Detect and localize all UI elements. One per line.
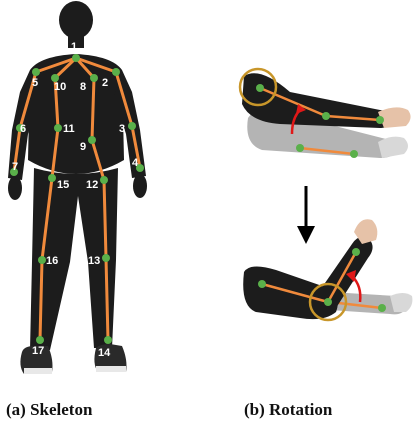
joint-15 (48, 174, 56, 182)
caption-rotation: (b) Rotation (244, 400, 332, 420)
joint-label-5: 5 (32, 77, 38, 89)
joint-label-6: 6 (20, 123, 26, 135)
joint-label-7: 7 (12, 161, 18, 173)
joint-3 (128, 122, 136, 130)
joint-2 (112, 68, 120, 76)
joint-11 (54, 124, 62, 132)
joint-14 (104, 336, 112, 344)
joint-12 (100, 176, 108, 184)
rotation-top-panel (240, 69, 411, 158)
joint-label-14: 14 (98, 347, 111, 359)
joint-label-13: 13 (88, 255, 100, 267)
joint-9 (88, 136, 96, 144)
joint-label-3: 3 (119, 123, 125, 135)
joint-17 (36, 336, 44, 344)
joint-label-9: 9 (80, 141, 86, 153)
joint-label-15: 15 (57, 179, 69, 191)
joint-13 (102, 254, 110, 262)
joint-label-2: 2 (102, 77, 108, 89)
joint-label-16: 16 (46, 255, 58, 267)
skeleton-figure: 1 2 3 4 5 6 7 8 9 10 11 12 13 14 15 16 1… (8, 1, 147, 374)
joint-label-17: 17 (32, 345, 44, 357)
joint-8 (90, 74, 98, 82)
joint-label-4: 4 (132, 157, 139, 169)
joint-5 (32, 68, 40, 76)
joint-label-8: 8 (80, 81, 86, 93)
transition-arrow (297, 186, 315, 244)
joint-label-11: 11 (63, 123, 75, 135)
caption-skeleton: (a) Skeleton (6, 400, 92, 420)
joint-1 (72, 54, 80, 62)
joint-label-1: 1 (71, 41, 77, 53)
joint-label-10: 10 (54, 81, 66, 93)
raised-arm-top (242, 73, 411, 128)
joint-label-12: 12 (86, 179, 98, 191)
person-silhouette (8, 1, 147, 350)
joint-16 (38, 256, 46, 264)
rotation-bottom-panel (243, 219, 412, 320)
